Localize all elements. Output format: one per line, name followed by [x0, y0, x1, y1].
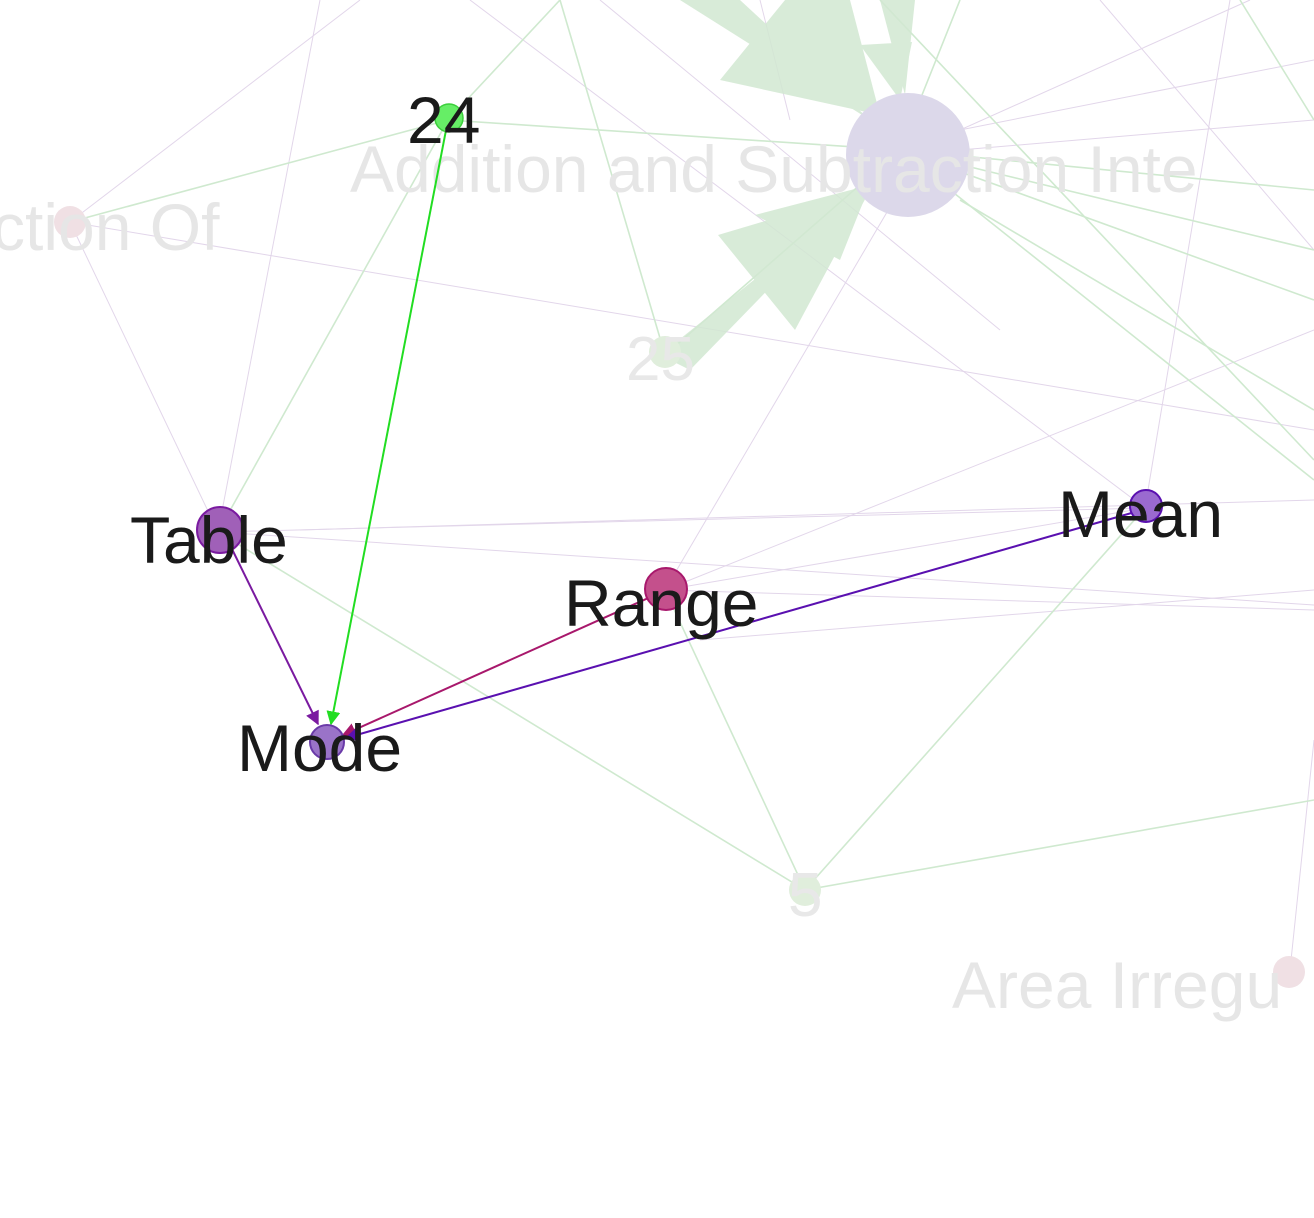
label-left: ction Of: [0, 190, 220, 264]
label-hub: Addition and Subtraction Inte: [350, 132, 1198, 206]
node-hub[interactable]: [846, 93, 970, 217]
edge-table-mode: [229, 544, 319, 726]
edge-range-mode: [341, 594, 656, 737]
label-mean: Mean: [1058, 477, 1223, 551]
edge-24-mode: [326, 124, 448, 726]
label-mode: Mode: [237, 711, 402, 785]
focused-nodes: [196, 103, 1163, 760]
background-edges: [69, 0, 1314, 971]
node-table[interactable]: [196, 506, 244, 554]
faded-nodes: [54, 93, 1305, 988]
node-mean[interactable]: [1129, 489, 1163, 523]
label-25: 25: [626, 325, 695, 394]
focused-labels: 24 Table Range Mean Mode: [130, 83, 1223, 785]
node-area[interactable]: [1273, 956, 1305, 988]
node-left[interactable]: [54, 206, 86, 238]
label-table: Table: [130, 503, 288, 577]
node-mode[interactable]: [309, 724, 345, 760]
label-24: 24: [407, 83, 480, 157]
focused-edges: [229, 124, 1136, 742]
edge-mean-mode: [344, 511, 1136, 742]
node-range[interactable]: [644, 567, 688, 611]
node-25[interactable]: [649, 336, 681, 368]
faded-labels: Addition and Subtraction Inte ction Of 2…: [0, 132, 1282, 1022]
label-range: Range: [564, 566, 759, 640]
label-5: 5: [788, 861, 822, 930]
node-24[interactable]: [434, 103, 464, 133]
node-5[interactable]: [789, 874, 821, 906]
label-area: Area Irregu: [952, 948, 1282, 1022]
